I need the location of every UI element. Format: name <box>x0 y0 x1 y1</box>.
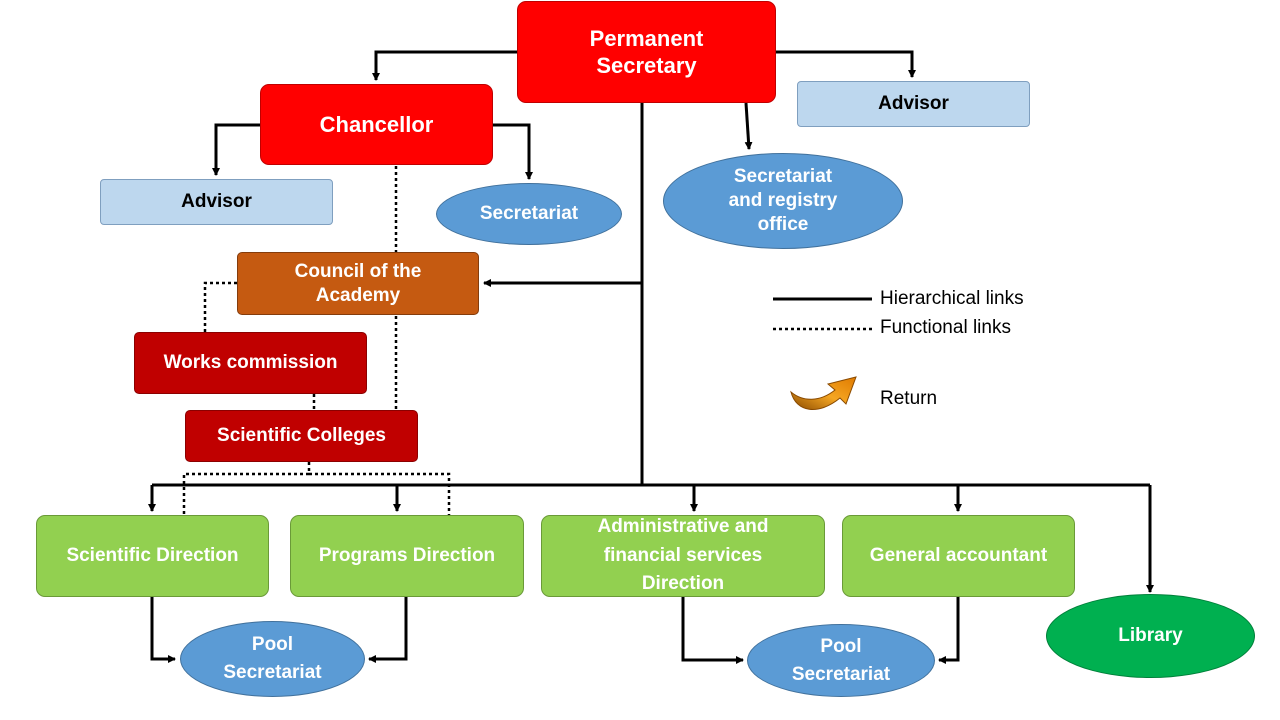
link-admin-pool <box>681 597 744 664</box>
legend-functional-text: Functional links <box>880 317 1011 338</box>
programs-direction-box: Programs Direction <box>290 515 524 597</box>
advisor-ps-label: Advisor <box>878 93 949 115</box>
permanent-secretary-box: Permanent Secretary <box>517 1 776 103</box>
pool-secretariat-left-label: Pool Secretariat <box>223 634 322 683</box>
secretariat-label: Secretariat <box>479 203 579 225</box>
works-commission-box: Works commission <box>134 332 367 394</box>
secretariat-oval: Secretariat <box>436 183 622 245</box>
func-council-works <box>203 281 237 332</box>
secretariat-registry-oval: Secretariat and registry office <box>663 153 903 249</box>
chancellor-label: Chancellor <box>319 111 434 137</box>
link-chancellor-advisor <box>212 123 260 176</box>
scientific-direction-box: Scientific Direction <box>36 515 269 597</box>
pool-secretariat-right-oval: Pool Secretariat <box>747 624 935 697</box>
scientific-colleges-label: Scientific Colleges <box>217 425 386 447</box>
link-ps-chancellor <box>372 50 517 81</box>
council-box: Council of the Academy <box>237 252 479 315</box>
link-programs-pool <box>368 597 408 663</box>
programs-direction-label: Programs Direction <box>318 545 496 567</box>
link-ps-advisor <box>776 50 916 78</box>
library-oval: Library <box>1046 594 1255 678</box>
legend-return-text: Return <box>880 388 938 409</box>
link-scientific-pool <box>150 597 176 663</box>
pool-secretariat-left-oval: Pool Secretariat <box>180 621 365 697</box>
link-accountant-pool <box>938 597 960 664</box>
legend-hierarchical-text: Hierarchical links <box>880 288 1024 309</box>
chancellor-box: Chancellor <box>260 84 493 165</box>
link-ps-registry <box>744 102 753 150</box>
scientific-colleges-box: Scientific Colleges <box>185 410 418 462</box>
works-commission-label: Works commission <box>163 352 338 374</box>
admin-financial-label: Administrative and financial services Di… <box>597 516 769 594</box>
func-colleges-directions <box>182 462 451 515</box>
curved-return-arrow-icon <box>790 376 857 410</box>
library-label: Library <box>1118 625 1183 647</box>
advisor-ps-box: Advisor <box>797 81 1030 127</box>
scientific-direction-label: Scientific Direction <box>66 545 239 567</box>
general-accountant-box: General accountant <box>842 515 1075 597</box>
general-accountant-label: General accountant <box>869 545 1048 567</box>
secretariat-registry-label: Secretariat and registry office <box>728 166 838 235</box>
advisor-chancellor-label: Advisor <box>181 191 252 213</box>
link-chancellor-secretariat <box>493 123 533 180</box>
council-label: Council of the Academy <box>294 260 422 306</box>
advisor-chancellor-box: Advisor <box>100 179 333 225</box>
pool-secretariat-right-label: Pool Secretariat <box>791 635 891 685</box>
permanent-secretary-label: Permanent Secretary <box>589 25 704 79</box>
admin-financial-box: Administrative and financial services Di… <box>541 515 825 597</box>
